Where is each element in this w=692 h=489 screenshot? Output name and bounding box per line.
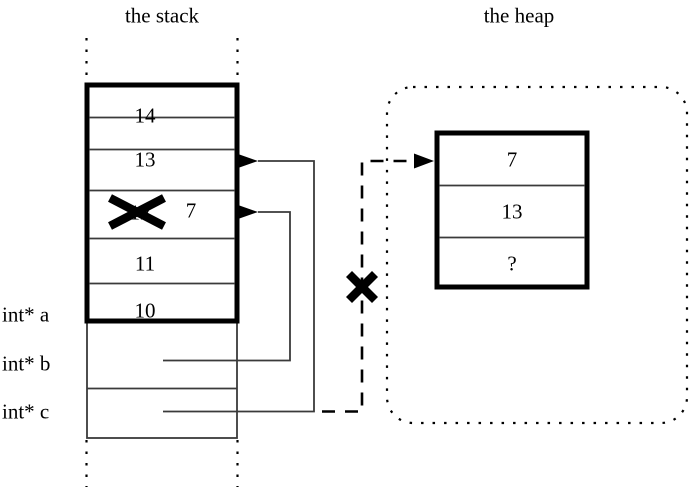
- stack-cell-value-3: 11: [134, 251, 156, 276]
- stack-lower-frame: [86, 319, 238, 439]
- stack-cell-value-2-old: 12: [129, 200, 151, 225]
- invalid-pointer-x-icon: [345, 270, 379, 304]
- pointer-b-connector: [163, 205, 291, 362]
- stack-continuation-bottom: [85, 440, 239, 487]
- pointer-label-a: int* a: [2, 302, 50, 327]
- heap-cell-value-0: 7: [506, 147, 518, 172]
- heap-region-outline: [385, 85, 689, 425]
- pointer-c-connector: [163, 154, 315, 413]
- stack-cell-value-2-new: 7: [185, 198, 197, 223]
- heap-cell-value-1: 13: [501, 199, 523, 224]
- strikeout-x-icon: [108, 194, 166, 230]
- stack-title: the stack: [124, 3, 200, 28]
- heap-box: [434, 130, 590, 290]
- stack-continuation-top: [85, 38, 239, 84]
- heap-cell-value-2: ?: [507, 251, 517, 276]
- stack-cell-value-0: 14: [134, 103, 156, 128]
- stack-cell-value-1: 13: [134, 147, 156, 172]
- pointer-label-b: int* b: [2, 351, 51, 376]
- dangling-heap-pointer: [322, 153, 434, 413]
- pointer-label-c: int* c: [2, 399, 50, 424]
- stack-cell-value-4: 10: [134, 298, 156, 323]
- heap-title: the heap: [483, 3, 555, 28]
